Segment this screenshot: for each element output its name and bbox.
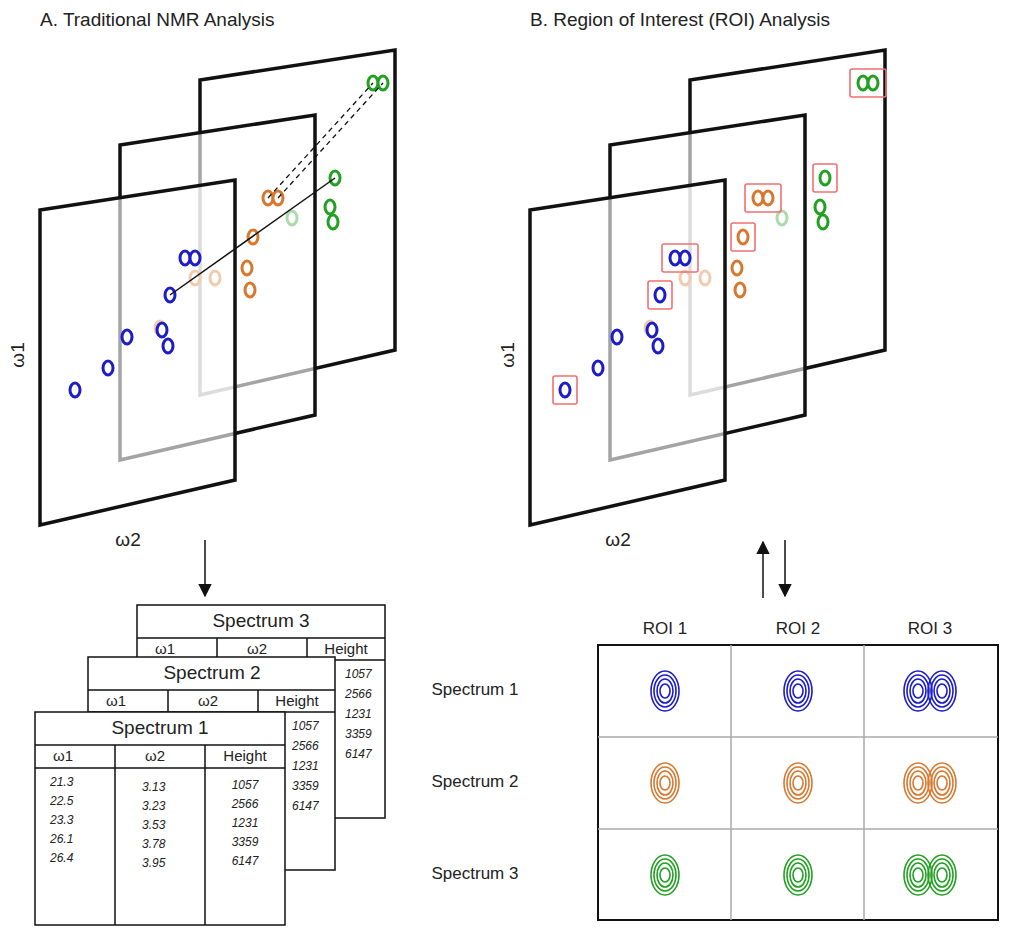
column-header: Height <box>223 748 266 765</box>
column-header: ω2 <box>198 693 218 710</box>
column-header: ROI 1 <box>643 620 687 639</box>
axis-label: ω2 <box>605 530 630 551</box>
table-cell: 1231 <box>292 760 319 773</box>
table-cell: 3.23 <box>142 800 165 813</box>
row-header: Spectrum 2 <box>432 773 519 792</box>
flow-arrow <box>204 540 206 596</box>
table-cell: 2566 <box>232 798 259 811</box>
table-cell: 3359 <box>345 728 372 741</box>
table-cell: 23.3 <box>50 814 73 827</box>
table-cell: 22.5 <box>50 795 73 808</box>
table-title: Spectrum 1 <box>111 718 208 739</box>
table-cell: 26.1 <box>50 833 73 846</box>
table-cell: 1057 <box>345 668 372 681</box>
table-cell: 3.78 <box>142 838 165 851</box>
panel-title: A. Traditional NMR Analysis <box>40 10 274 31</box>
spectra-stack <box>40 50 395 525</box>
roi-boxes <box>553 69 886 404</box>
flow-arrow <box>784 540 786 596</box>
table-cell: 2566 <box>345 688 372 701</box>
spectra-stack <box>530 50 885 525</box>
panel-title: B. Region of Interest (ROI) Analysis <box>530 10 830 31</box>
column-header: ω2 <box>145 748 165 765</box>
column-header: ω2 <box>247 641 267 658</box>
table-title: Spectrum 2 <box>163 663 260 684</box>
assignment-line <box>170 178 335 295</box>
row-header: Spectrum 3 <box>432 865 519 884</box>
roi-grid <box>598 645 998 920</box>
table-cell: 3.95 <box>142 857 165 870</box>
column-header: ω1 <box>155 641 175 658</box>
table-cell: 3359 <box>292 780 319 793</box>
table-cell: 3.53 <box>142 819 165 832</box>
axis-label: ω1 <box>8 342 29 367</box>
column-header: Height <box>324 641 367 658</box>
table-cell: 6147 <box>292 800 319 813</box>
column-header: ROI 2 <box>776 620 820 639</box>
table-cell: 3359 <box>232 836 259 849</box>
table-cell: 1231 <box>345 708 372 721</box>
table-cell: 2566 <box>292 740 319 753</box>
table-cell: 3.13 <box>142 781 165 794</box>
axis-label: ω2 <box>115 530 140 551</box>
axis-label: ω1 <box>498 342 519 367</box>
table-title: Spectrum 3 <box>212 611 309 632</box>
table-cell: 6147 <box>345 748 372 761</box>
column-header: ω1 <box>106 693 126 710</box>
table-cell: 1057 <box>232 779 259 792</box>
table-cell: 26.4 <box>50 852 73 865</box>
table-cell: 1057 <box>292 720 319 733</box>
dashed-assignment-line <box>278 83 383 198</box>
dashed-assignment-line <box>268 83 373 198</box>
column-header: ROI 3 <box>908 620 952 639</box>
column-header: Height <box>275 693 318 710</box>
table-cell: 1231 <box>232 817 259 830</box>
row-header: Spectrum 1 <box>432 681 519 700</box>
flow-arrow <box>762 542 764 598</box>
table-cell: 21.3 <box>50 776 73 789</box>
peak-table <box>35 712 285 925</box>
table-cell: 6147 <box>232 855 259 868</box>
column-header: ω1 <box>53 748 73 765</box>
